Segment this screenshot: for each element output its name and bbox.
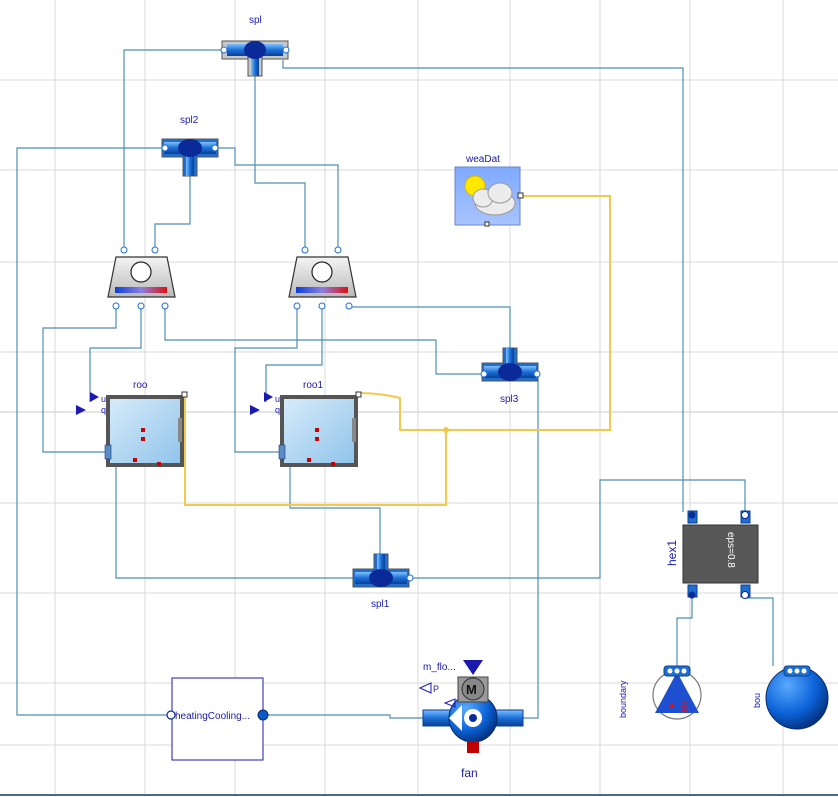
fluid-connections xyxy=(16,49,774,719)
splitter-spl2[interactable] xyxy=(161,138,219,177)
splitter-spl1[interactable] xyxy=(352,553,414,588)
heat-exchanger-hex1[interactable] xyxy=(682,510,759,599)
boundary-source[interactable]: E xyxy=(652,665,702,720)
spl3-label: spl3 xyxy=(500,394,519,405)
vav-damper-2[interactable] xyxy=(288,246,357,310)
wire-damper2-to-roo1-2 xyxy=(265,307,323,402)
wire-damper1-to-spl3 xyxy=(164,307,483,375)
fan-power-label: P xyxy=(433,684,439,694)
heating-cooling-label: heatingCooling... xyxy=(175,711,250,722)
splitter-spl3[interactable] xyxy=(480,347,541,382)
roo1-label: roo1 xyxy=(303,380,323,391)
fan-motor-symbol: M xyxy=(466,682,477,697)
heating-cooling-block[interactable] xyxy=(166,677,269,761)
hex1-parameter: eps=0.8 xyxy=(725,532,736,568)
wire-roo-to-spl1 xyxy=(115,465,355,579)
roo-label: roo xyxy=(133,380,148,391)
signal-connections xyxy=(184,195,611,506)
wire-roo1-to-spl1 xyxy=(289,465,381,555)
fan-parameter-label: m_flo... xyxy=(423,662,456,673)
roo-input-q-label: q xyxy=(101,405,106,415)
wire-spl-right-to-hex1 xyxy=(282,60,684,512)
signal-weadat-to-rooms xyxy=(357,195,611,431)
spl1-label: spl1 xyxy=(371,599,390,610)
room-roo1[interactable] xyxy=(250,391,362,467)
bou-label: bou xyxy=(752,693,762,708)
wire-damper2-to-spl3 xyxy=(349,306,511,352)
wire-damper2-to-roo1 xyxy=(234,307,298,453)
wire-spl-bottom-to-damper2 xyxy=(254,75,306,248)
wire-spl2-bottom-to-damper1 xyxy=(154,176,191,248)
wire-spl2-left-to-fan-loop xyxy=(16,147,170,716)
room-roo[interactable] xyxy=(76,391,188,467)
boundary-bou[interactable] xyxy=(765,665,829,730)
wire-heatingcooling-to-fan xyxy=(263,714,423,719)
wire-hex1-to-bou xyxy=(745,597,774,666)
fan[interactable]: M xyxy=(418,660,524,753)
splitter-spl[interactable] xyxy=(220,40,290,77)
wire-spl3-to-fan xyxy=(523,374,539,719)
hex1-label: hex1 xyxy=(665,540,679,566)
weadat-label: weaDat xyxy=(465,154,500,165)
fan-label: fan xyxy=(461,766,478,780)
signal-junction-to-roo xyxy=(184,396,447,506)
boundary-label: boundary xyxy=(618,680,628,718)
roo1-input-q-label: q xyxy=(275,405,280,415)
wire-spl2-right-to-damper2 xyxy=(215,147,339,248)
spl2-label: spl2 xyxy=(180,115,199,126)
wire-damper1-to-roo xyxy=(42,307,117,453)
wire-damper1-to-roo-2 xyxy=(89,307,142,402)
roo-input-u-label: u xyxy=(101,394,106,404)
wire-hex1-to-boundary xyxy=(676,598,693,666)
wire-spl1-to-hex1 xyxy=(410,479,746,579)
wire-spl-left-to-damper1 xyxy=(123,49,227,248)
roo1-input-u-label: u xyxy=(275,394,280,404)
vav-damper-1[interactable] xyxy=(107,246,176,310)
boundary-symbol: E xyxy=(680,700,688,714)
weather-data-block[interactable] xyxy=(454,166,524,227)
spl-label: spl xyxy=(249,15,262,26)
